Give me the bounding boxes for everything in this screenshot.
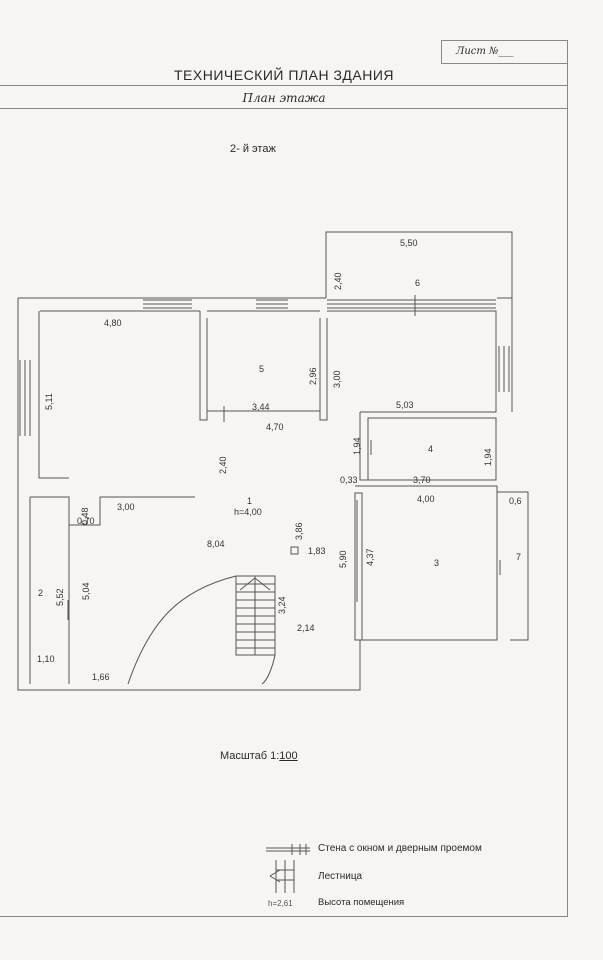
dim-label: 4,80 [104, 318, 122, 328]
dim-label: 5,90 [338, 550, 348, 568]
dim-label: 5,11 [44, 393, 54, 410]
room-number: 4 [428, 444, 433, 454]
staircase [235, 575, 276, 656]
room-5-walls [199, 311, 328, 421]
room-number: 2 [38, 588, 43, 598]
room-height: h=4,00 [234, 507, 262, 517]
dim-label: 0,33 [340, 475, 358, 485]
dim-label: 4,70 [266, 422, 284, 432]
legend-height-sample: h=2,61 [268, 899, 293, 908]
dim-label: 2,40 [333, 272, 343, 290]
dim-label: 0,6 [509, 496, 522, 506]
dim-label: 1,10 [37, 654, 55, 664]
room-4-walls [359, 412, 497, 481]
sheet-frame [0, 62, 568, 917]
dim-label: 5,04 [81, 582, 91, 600]
dim-label: 3,00 [117, 502, 135, 512]
window-room-5 [256, 299, 288, 309]
dim-label: 1,94 [352, 437, 362, 455]
stair-curve [127, 575, 276, 685]
dim-label: 4,00 [417, 494, 435, 504]
dim-label: 5,50 [400, 238, 418, 248]
dim-label: 3,44 [252, 402, 270, 412]
room-number: 6 [415, 278, 420, 288]
window-room-6 [327, 299, 496, 309]
room-3-walls [354, 485, 498, 641]
page-title: ТЕХНИЧЕСКИЙ ПЛАН ЗДАНИЯ [0, 64, 568, 86]
dim-label: 2,96 [308, 367, 318, 385]
legend-wall-symbol [266, 844, 310, 855]
room-2-walls [29, 496, 195, 684]
legend-wall-text: Стена с окном и дверным проемом [318, 843, 482, 854]
sheet-number-box: Лист №___ [441, 40, 568, 64]
window-top-left [143, 299, 192, 309]
dim-label: 2,40 [218, 456, 228, 474]
window-left [19, 360, 31, 436]
dim-label: 0,70 [77, 516, 95, 526]
dim-label: 3,86 [294, 522, 304, 540]
floor-label: 2- й этаж [230, 143, 276, 155]
room-number: 3 [434, 558, 439, 568]
door-marker [67, 295, 501, 620]
dim-label: 4,37 [365, 548, 375, 566]
dim-label: 3,00 [332, 370, 342, 388]
outer-wall [17, 231, 513, 691]
dim-label: 3,70 [413, 475, 431, 485]
measurement-marker [290, 546, 299, 555]
room-number: 7 [516, 552, 521, 562]
dim-label: 1,66 [92, 672, 110, 682]
dim-label: 5,52 [55, 588, 65, 606]
dim-label: 0,48 [80, 507, 90, 525]
legend-height-text: Высота помещения [318, 897, 405, 908]
page-subtitle: План этажа [0, 87, 568, 109]
legend-stair-text: Лестница [318, 871, 363, 882]
window-right [498, 346, 510, 392]
room-number: 5 [259, 364, 264, 374]
inner-wall-line [38, 310, 497, 479]
dim-label: 1,83 [308, 546, 326, 556]
dim-label: 1,94 [483, 448, 493, 466]
room-7-walls [497, 491, 529, 641]
scale-label: Масштаб 1:100 [220, 750, 298, 762]
dim-label: 5,03 [396, 400, 414, 410]
room-number: 1 [247, 496, 252, 506]
legend-stair-symbol [269, 860, 295, 893]
dim-label: 2,14 [297, 623, 315, 633]
dim-label: 3,24 [277, 596, 287, 614]
dim-label: 8,04 [207, 539, 225, 549]
